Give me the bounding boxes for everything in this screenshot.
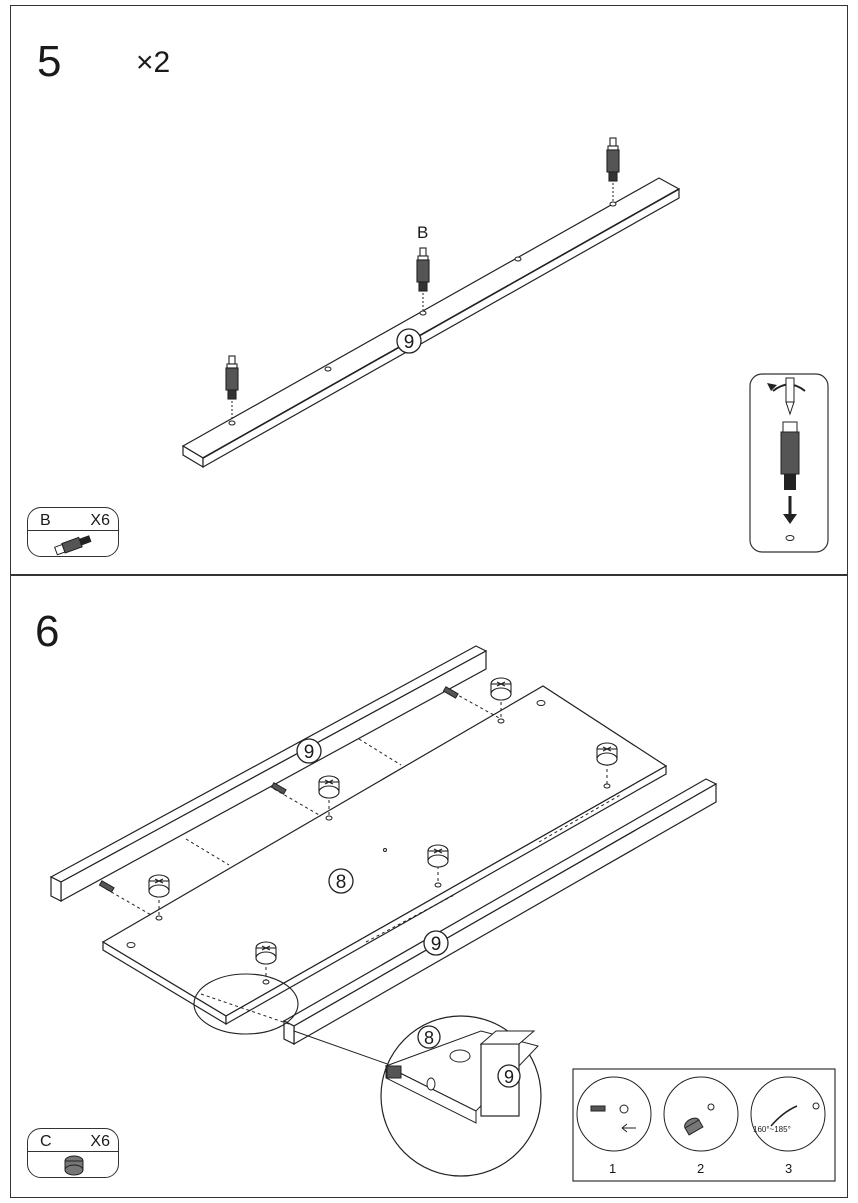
- detail-callout-ring: [193, 973, 299, 1035]
- part-box-label: C: [40, 1133, 52, 1150]
- board-label-9-top: 9: [304, 742, 315, 763]
- board-holes: [126, 700, 611, 985]
- part-label-b: B: [417, 223, 429, 242]
- cam-bolt-icon: [53, 535, 92, 556]
- step-5-diagram: 9: [181, 137, 829, 553]
- step-6-diagram: 9 8 9 8 9: [49, 645, 836, 1182]
- cam-bolt-icon: [225, 137, 620, 400]
- cam-lock-icon: [148, 677, 618, 965]
- guide-lines: [231, 183, 614, 420]
- board-label-circle: [396, 328, 422, 354]
- detail-zoom: [380, 1015, 542, 1177]
- part-box-count: X6: [90, 1133, 110, 1150]
- board-9-bottom: [282, 778, 718, 1046]
- board-label-9: 9: [404, 332, 415, 353]
- part-box-b: B X6: [27, 507, 119, 557]
- quantity-label: ×2: [136, 46, 171, 79]
- guide-lines: [105, 692, 623, 1025]
- board-holes: [228, 201, 617, 426]
- bolt-icon: [98, 686, 459, 893]
- inset-caption-1: 1: [609, 1161, 617, 1176]
- step-number: 6: [35, 607, 60, 656]
- part-box-label: B: [40, 512, 51, 529]
- board-label-circle: [423, 930, 449, 956]
- board-9-top: [49, 645, 488, 903]
- instruction-inset: [572, 1068, 836, 1182]
- part-box-count: X6: [90, 512, 110, 529]
- board-9: [181, 177, 681, 469]
- step-5-panel: 5 ×2 B: [10, 5, 848, 575]
- detail-label-9: 9: [504, 1067, 514, 1087]
- bolt-icon: [590, 1105, 606, 1112]
- inset-caption-3: 3: [785, 1161, 793, 1176]
- board-label-8: 8: [336, 872, 347, 893]
- screwdriver-inset: [749, 373, 829, 553]
- cam-lock-icon: [64, 1155, 84, 1176]
- detail-label-8: 8: [424, 1028, 434, 1048]
- callout-leader: [293, 1030, 394, 1067]
- cam-lock-icon: [684, 1117, 704, 1136]
- inset-caption-2: 2: [697, 1161, 705, 1176]
- part-box-c: C X6: [27, 1128, 119, 1178]
- step-6-panel: 6 C: [10, 575, 848, 1198]
- board-label-circle: [296, 738, 322, 764]
- board-label-9-bottom: 9: [431, 934, 442, 955]
- step-number: 5: [37, 37, 62, 86]
- board-label-circle: [328, 868, 354, 894]
- angle-text: 160°~185°: [753, 1125, 791, 1134]
